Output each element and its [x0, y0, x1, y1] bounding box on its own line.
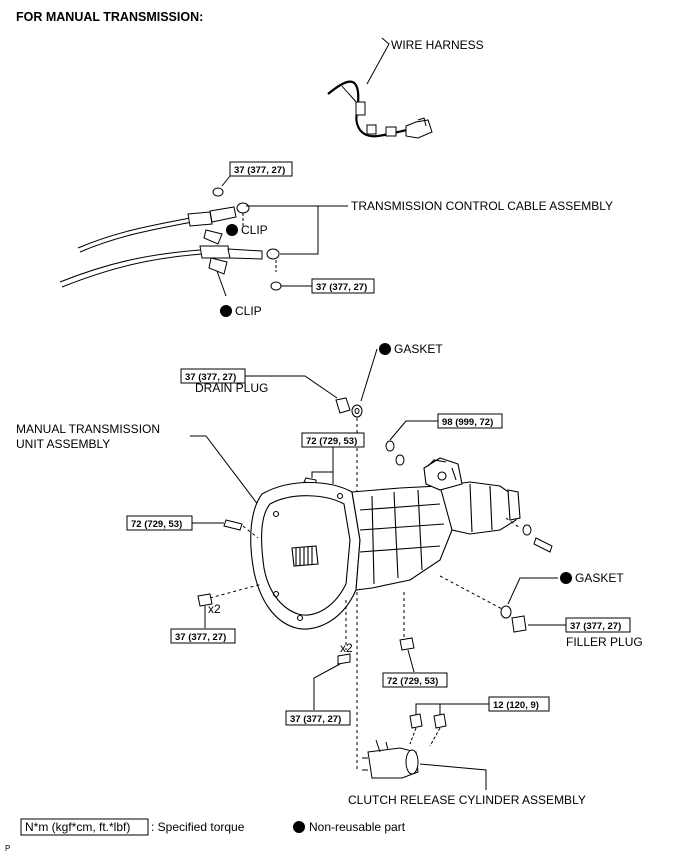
wire-harness-drawing — [327, 80, 433, 139]
wire-harness-leader — [366, 37, 390, 85]
torque-72-top: 72 (729, 53) — [306, 436, 357, 447]
label-gasket-filler: GASKET — [575, 571, 624, 585]
legend-nonreusable-dot — [293, 821, 305, 833]
torque-37-bottom: 37 (377, 27) — [290, 714, 341, 725]
legend-torque-desc: : Specified torque — [151, 820, 245, 834]
label-gasket-drain: GASKET — [394, 342, 443, 356]
label-mt-unit-line2: UNIT ASSEMBLY — [16, 437, 110, 451]
label-drain-plug: DRAIN PLUG — [195, 381, 268, 395]
nonreusable-dot — [220, 305, 232, 317]
label-clutch-cylinder: CLUTCH RELEASE CYLINDER ASSEMBLY — [348, 793, 586, 807]
torque-filler-plug: 37 (377, 27) — [570, 621, 621, 632]
torque-72-left: 72 (729, 53) — [131, 519, 182, 530]
label-clip-lower: CLIP — [235, 304, 262, 318]
transmission-body-drawing — [250, 457, 521, 630]
label-mt-unit-line1: MANUAL TRANSMISSION — [16, 422, 160, 436]
torque-cable-nut-upper: 37 (377, 27) — [234, 165, 285, 176]
label-control-cable: TRANSMISSION CONTROL CABLE ASSEMBLY — [351, 199, 613, 213]
legend-torque-unit: N*m (kgf*cm, ft.*lbf) — [25, 820, 130, 834]
clutch-cylinder-drawing — [362, 739, 419, 779]
torque-drain-plug: 37 (377, 27) — [185, 372, 236, 383]
legend-torque-box — [20, 818, 149, 836]
torque-12: 12 (120, 9) — [493, 700, 539, 711]
torque-98: 98 (999, 72) — [442, 417, 493, 428]
label-wire-harness: WIRE HARNESS — [391, 38, 484, 52]
torque-37-left: 37 (377, 27) — [175, 632, 226, 643]
drain-plug-drawing — [335, 397, 363, 418]
label-clip-upper: CLIP — [241, 223, 268, 237]
control-cable-drawing — [59, 187, 282, 291]
page-mark: P — [5, 844, 10, 853]
nonreusable-dot — [226, 224, 238, 236]
clutch-cylinder-leader — [419, 763, 487, 790]
nonreusable-dot — [379, 343, 391, 355]
legend-nonreusable: Non-reusable part — [309, 820, 406, 834]
diagram-title: FOR MANUAL TRANSMISSION: — [16, 10, 203, 24]
label-x2-left: x2 — [208, 602, 221, 616]
torque-cable-nut-lower: 37 (377, 27) — [316, 282, 367, 293]
nonreusable-dot — [560, 572, 572, 584]
label-x2-bottom: x2 — [340, 641, 353, 655]
label-filler-plug: FILLER PLUG — [566, 635, 643, 649]
control-cable-bracket — [246, 205, 319, 255]
torque-72-bottom: 72 (729, 53) — [387, 676, 438, 687]
